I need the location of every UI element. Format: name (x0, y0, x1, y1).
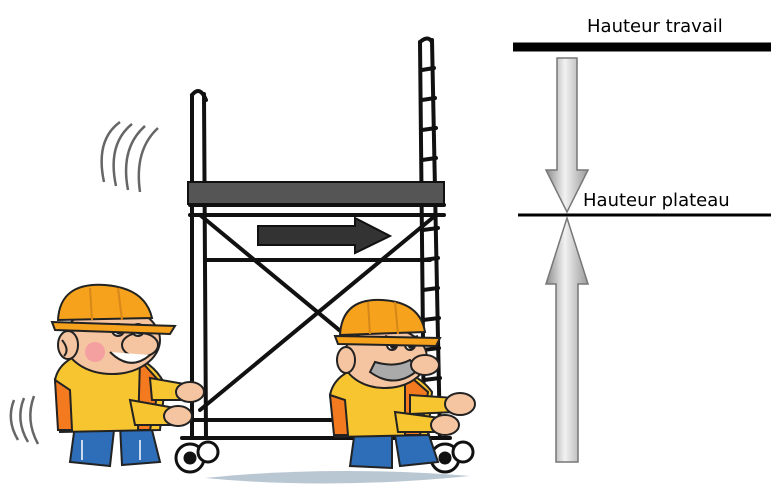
right-arrow-icon (257, 216, 393, 255)
work-height-label: Hauteur travail (587, 16, 723, 37)
down-arrow-icon (544, 57, 590, 214)
scaffold-tower (180, 36, 452, 440)
platform-height-label: Hauteur plateau (583, 190, 730, 211)
scaffold-wheels (174, 440, 475, 474)
motion-lines-icon (9, 120, 159, 445)
up-arrow-icon (544, 215, 590, 463)
scaffold-platform (187, 181, 445, 205)
ground-shadow (205, 470, 470, 484)
worker-left (50, 283, 205, 468)
worker-right (328, 298, 476, 470)
